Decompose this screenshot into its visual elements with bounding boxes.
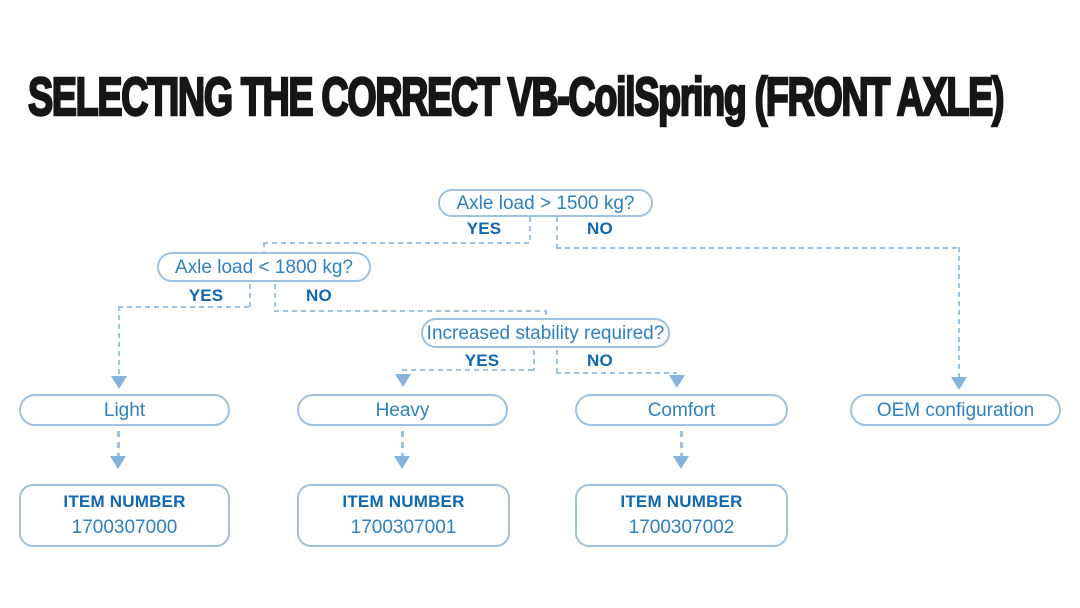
outcome-label: OEM configuration <box>876 399 1035 421</box>
item-number-heading: ITEM NUMBER <box>63 492 186 511</box>
connector-line-oem <box>958 247 960 377</box>
no-label-d1: NO <box>587 219 613 238</box>
item-number-heading: ITEM NUMBER <box>620 492 743 511</box>
decision-box-axle-load-1800: Axle load < 1800 kg? <box>157 252 371 282</box>
outcome-label: Comfort <box>647 399 716 421</box>
no-label-d3: NO <box>587 351 613 370</box>
connector-line <box>556 350 558 374</box>
connector-line-yes1 <box>263 242 531 244</box>
decision-question: Axle load > 1500 kg? <box>456 192 635 214</box>
decision-question: Axle load < 1800 kg? <box>175 256 353 278</box>
item-number-box-heavy: ITEM NUMBER 1700307001 <box>297 484 510 547</box>
arrow-down-icon <box>110 456 126 469</box>
connector-line <box>274 284 276 312</box>
arrow-down-icon <box>111 376 127 389</box>
item-number-box-comfort: ITEM NUMBER 1700307002 <box>575 484 788 547</box>
arrow-down-icon <box>951 377 967 390</box>
item-number-heading: ITEM NUMBER <box>342 492 465 511</box>
connector-line <box>529 217 531 243</box>
yes-label-d2: YES <box>188 286 224 305</box>
outcome-box-comfort: Comfort <box>575 394 788 426</box>
outcome-box-heavy: Heavy <box>297 394 508 426</box>
page-title: SELECTING THE CORRECT VB-CoilSpring (FRO… <box>27 66 1005 128</box>
decision-box-stability: Increased stability required? <box>421 318 670 348</box>
item-number-box-light: ITEM NUMBER 1700307000 <box>19 484 230 547</box>
connector-line-light <box>118 306 120 376</box>
connector-line-no1 <box>556 247 960 249</box>
connector-stub <box>401 431 404 456</box>
connector-line <box>263 242 265 253</box>
connector-line-no2 <box>274 310 546 312</box>
connector-line <box>556 217 558 248</box>
arrow-down-icon <box>394 456 410 469</box>
arrow-down-icon <box>395 374 411 387</box>
item-number-value: 1700307002 <box>628 517 735 538</box>
outcome-box-oem-configuration: OEM configuration <box>850 394 1061 426</box>
connector-line-yes2 <box>118 306 251 308</box>
connector-line-no3 <box>556 372 677 374</box>
arrow-down-icon <box>669 375 685 388</box>
outcome-box-light: Light <box>19 394 230 426</box>
connector-line-yes3 <box>402 369 534 371</box>
item-number-value: 1700307001 <box>350 517 457 538</box>
connector-stub <box>680 431 683 456</box>
decision-question: Increased stability required? <box>426 322 665 344</box>
yes-label-d1: YES <box>466 219 502 238</box>
item-number-value: 1700307000 <box>71 517 178 538</box>
arrow-down-icon <box>673 456 689 469</box>
outcome-label: Heavy <box>375 399 430 421</box>
outcome-label: Light <box>103 399 146 421</box>
connector-line <box>249 284 251 308</box>
no-label-d2: NO <box>306 286 332 305</box>
connector-line <box>545 310 547 319</box>
connector-stub <box>117 431 120 456</box>
decision-box-axle-load-1500: Axle load > 1500 kg? <box>438 189 653 217</box>
connector-line <box>533 350 535 371</box>
yes-label-d3: YES <box>464 351 500 370</box>
